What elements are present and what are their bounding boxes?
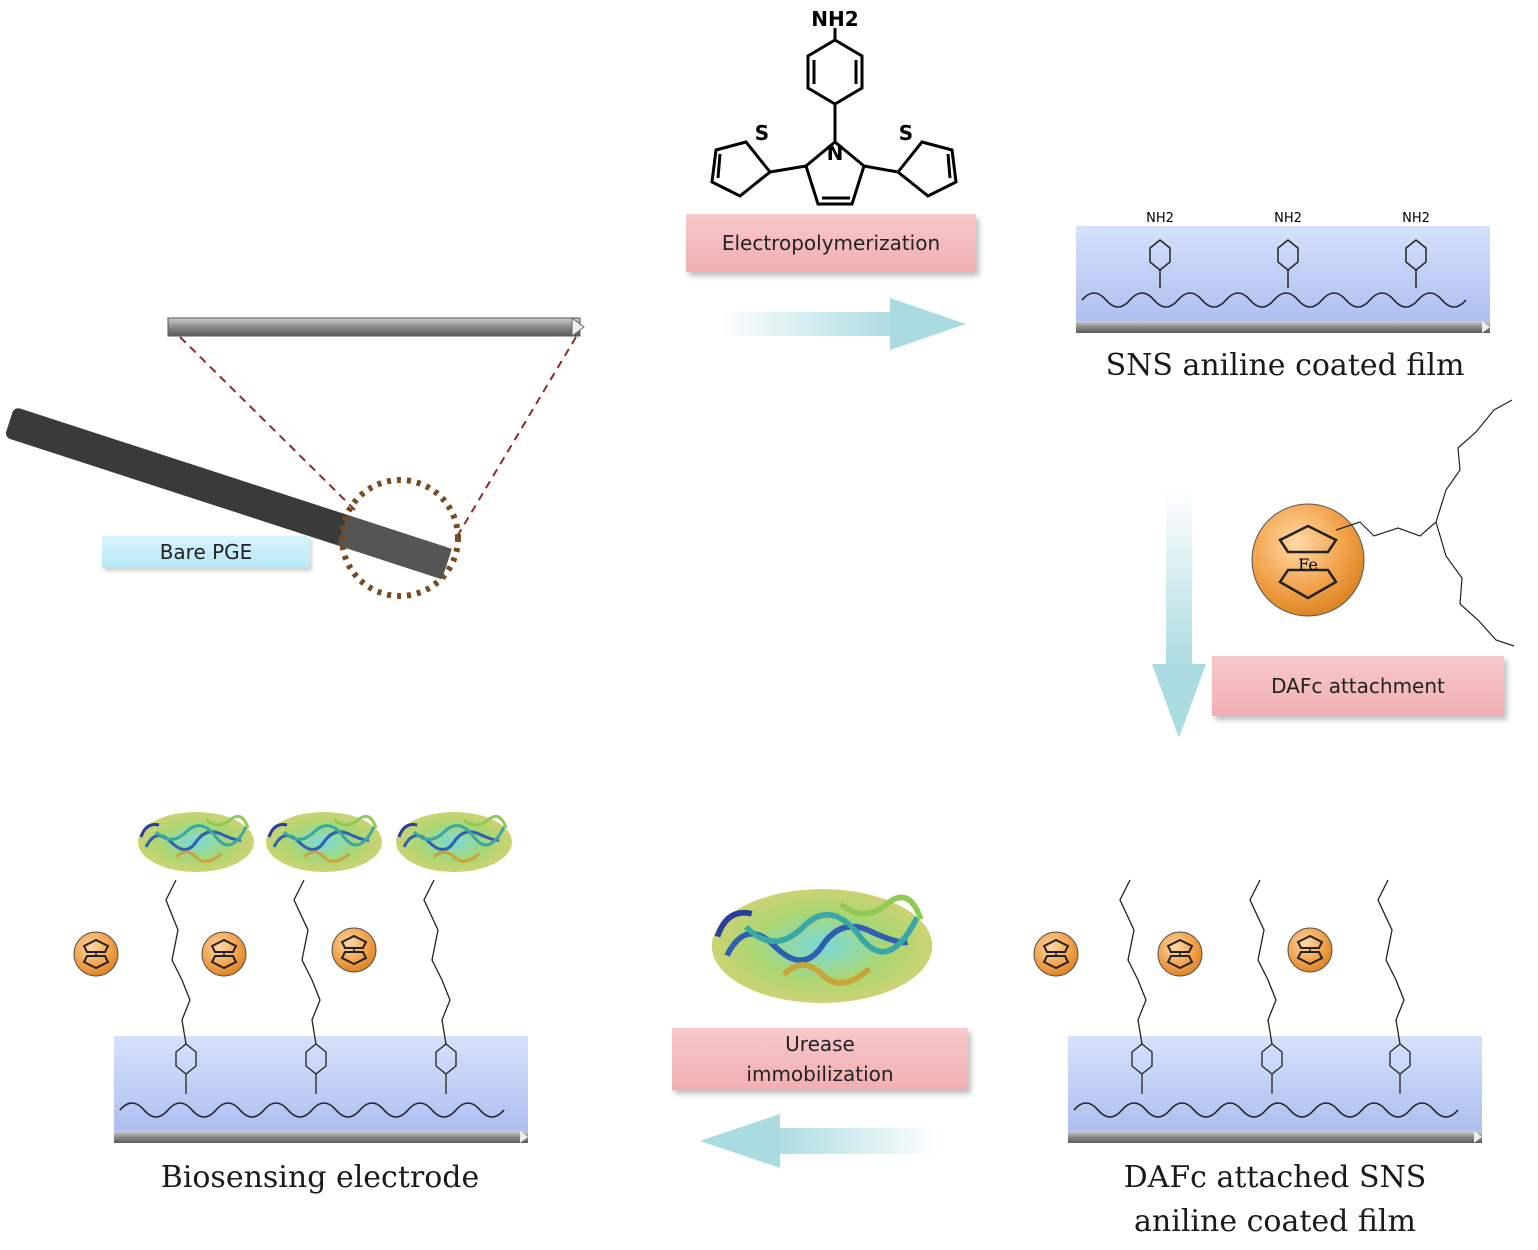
sns-film-top-right: NH2 NH2 NH2	[1076, 211, 1490, 333]
bare-pge-label: Bare PGE	[102, 536, 310, 568]
film-nh2-1: NH2	[1146, 211, 1174, 226]
electropolymerization-label: Electropolymerization	[686, 214, 976, 272]
biosensing-electrode	[73, 810, 528, 1143]
dafc-film-caption-line2: aniline coated film	[1134, 1204, 1416, 1239]
urease-immobilization-label: Urease immobilization	[672, 1028, 968, 1090]
sns-film-caption: SNS aniline coated film	[1105, 348, 1465, 383]
arrow-right	[718, 298, 966, 350]
monomer-s-left-text: S	[755, 121, 769, 145]
monomer-n-text: N	[827, 141, 844, 165]
dafc-attachment-label: DAFc attachment	[1212, 656, 1504, 716]
bare-pge-electrode	[5, 317, 585, 599]
electropolymerization-text: Electropolymerization	[721, 231, 941, 255]
dafc-film-caption: DAFc attached SNS aniline coated film	[1060, 1156, 1490, 1244]
monomer-nh2-text: NH2	[811, 7, 858, 31]
film-nh2-3: NH2	[1402, 211, 1430, 226]
dafc-film-bottom-right	[1033, 879, 1482, 1143]
dafc-fe-text: Fe	[1298, 555, 1318, 574]
dafc-film-caption-line1: DAFc attached SNS	[1123, 1160, 1427, 1195]
dafc-molecule	[1251, 399, 1515, 647]
biosensing-caption: Biosensing electrode	[160, 1160, 480, 1195]
sns-monomer-structure	[710, 28, 958, 206]
film-nh2-2: NH2	[1274, 211, 1302, 226]
urease-protein	[712, 889, 932, 1003]
arrow-down	[1152, 490, 1206, 738]
dafc-attachment-text: DAFc attachment	[1271, 674, 1445, 698]
urease-immobilization-text: Urease immobilization	[746, 1032, 894, 1086]
monomer-s-right-text: S	[899, 121, 913, 145]
arrow-left	[700, 1114, 940, 1168]
bare-pge-text: Bare PGE	[159, 540, 253, 564]
